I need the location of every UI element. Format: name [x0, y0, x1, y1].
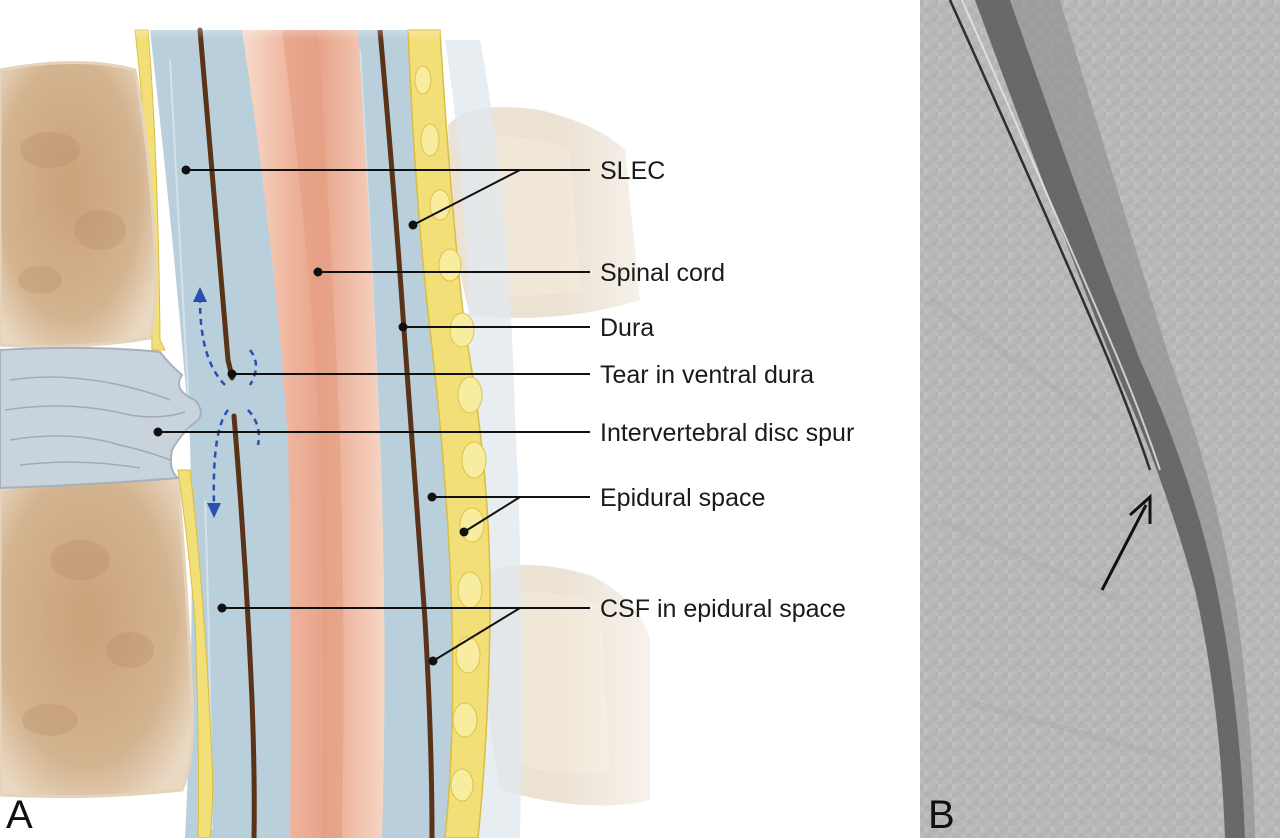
- spinal-cord: [242, 30, 385, 838]
- intervertebral-disc: [0, 346, 202, 490]
- label-slec: SLEC: [600, 157, 665, 185]
- dashed-arrow-down-icon: [212, 409, 261, 506]
- label-tear: Tear in ventral dura: [600, 361, 814, 389]
- label-csf-epidural: CSF in epidural space: [600, 595, 846, 623]
- label-epidural-space: Epidural space: [600, 484, 765, 512]
- dashed-arrow-up-icon: [198, 299, 258, 386]
- panel-letter-b: B: [928, 793, 955, 837]
- panel-letter-a: A: [6, 793, 33, 837]
- label-dura: Dura: [600, 314, 654, 342]
- arrow-icon: [1100, 493, 1152, 591]
- label-disc-spur: Intervertebral disc spur: [600, 419, 854, 447]
- panel-a-illustration: SLEC Spinal cord Dura Tear in ventral du…: [0, 0, 920, 838]
- dorsal-dura: [377, 29, 435, 838]
- label-spinal-cord: Spinal cord: [600, 259, 725, 287]
- vertebral-body-upper: [0, 61, 158, 348]
- vertebral-body-lower: [0, 475, 195, 799]
- panel-b-radiograph: B: [920, 0, 1280, 838]
- leader-lines: [153, 165, 590, 666]
